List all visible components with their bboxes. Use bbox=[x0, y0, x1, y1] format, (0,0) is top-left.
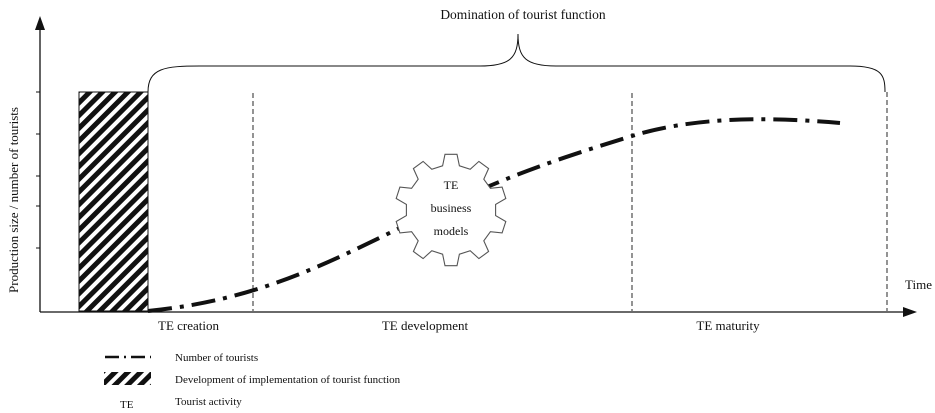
legend-symbol-te: TE bbox=[120, 399, 134, 411]
y-ticks bbox=[36, 91, 40, 249]
phase-label-creation: TE creation bbox=[158, 318, 219, 333]
y-axis-label: Production size / number of tourists bbox=[6, 107, 21, 293]
diagram-title: Domination of tourist function bbox=[440, 7, 606, 22]
phase-dividers bbox=[252, 92, 888, 311]
gear-label-line-3: models bbox=[434, 224, 469, 238]
legend-item-activity: TE Tourist activity bbox=[120, 396, 242, 411]
phase-label-maturity: TE maturity bbox=[696, 318, 760, 333]
legend-label-implementation: Development of implementation of tourist… bbox=[175, 374, 401, 386]
legend-label-tourists: Number of tourists bbox=[175, 352, 258, 364]
x-axis-arrow-icon bbox=[903, 307, 917, 317]
tourists-curve bbox=[147, 117, 841, 313]
legend-symbol-hatch bbox=[104, 372, 151, 385]
x-axis-label: Time bbox=[905, 277, 932, 292]
legend-item-tourists: Number of tourists bbox=[105, 352, 258, 364]
legend: Number of tourists Development of implem… bbox=[104, 352, 401, 411]
y-axis-arrow-icon bbox=[35, 16, 45, 30]
hatched-implementation-block bbox=[78, 91, 149, 312]
gear-label-line-1: TE bbox=[444, 178, 459, 192]
gear-icon bbox=[395, 153, 507, 267]
legend-label-activity: Tourist activity bbox=[175, 396, 242, 408]
legend-item-implementation: Development of implementation of tourist… bbox=[104, 372, 401, 386]
domination-brace bbox=[147, 33, 886, 93]
phase-label-development: TE development bbox=[382, 318, 469, 333]
gear-label-line-2: business bbox=[431, 201, 472, 215]
